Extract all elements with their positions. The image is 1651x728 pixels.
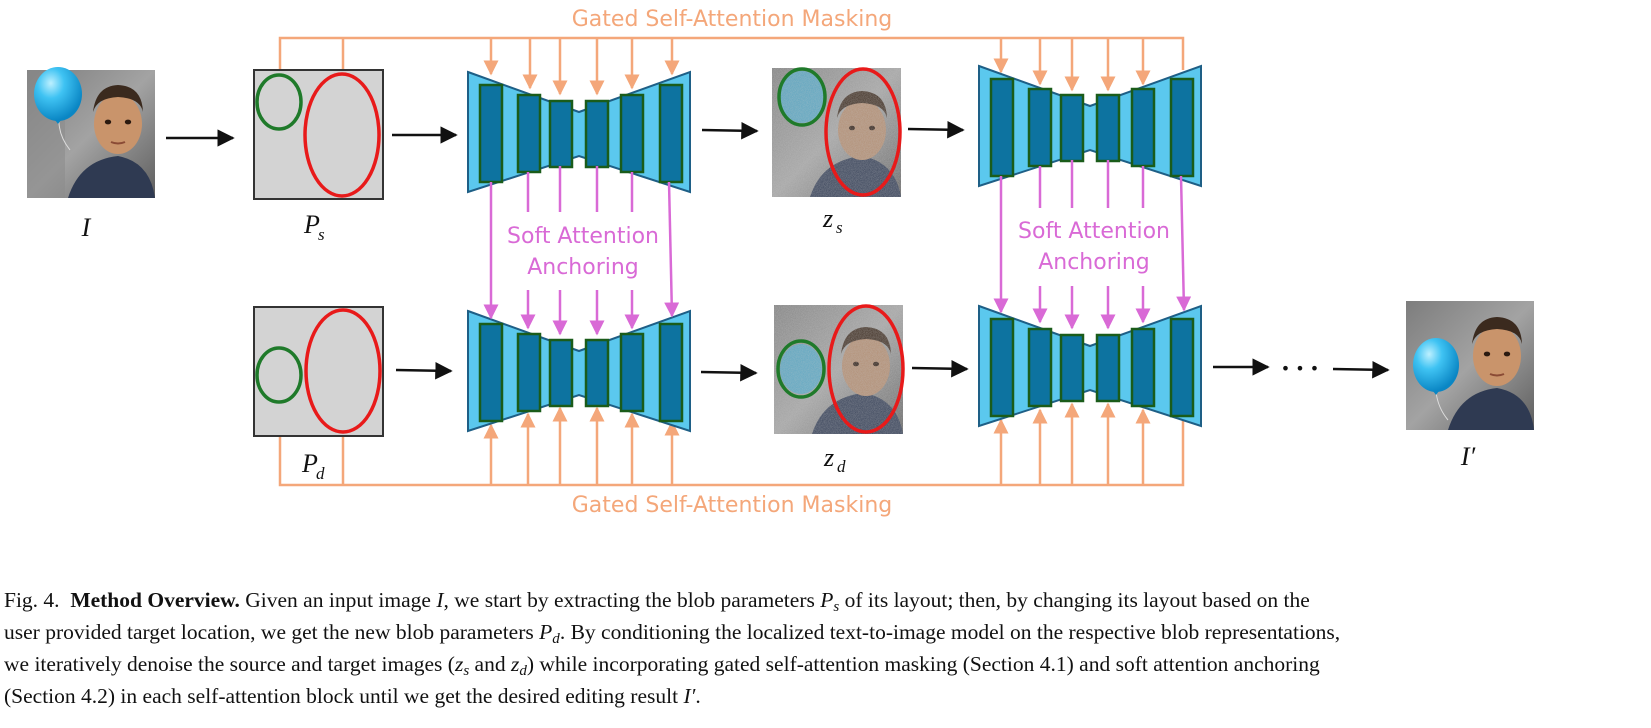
figure-caption: Fig. 4. Method Overview. Given an input … xyxy=(4,584,1644,712)
caption-math-sub: d xyxy=(519,662,527,679)
label-Pd: P xyxy=(301,449,318,478)
caption-text: . xyxy=(695,684,701,708)
label-zs: z xyxy=(822,204,833,233)
soft-anchoring-label-1a: Soft Attention xyxy=(507,224,659,249)
target-layout-Pd xyxy=(253,306,384,437)
caption-math-sub: d xyxy=(552,630,560,647)
continuation-dots: • • • xyxy=(1281,359,1319,378)
label-zd-sub: d xyxy=(837,457,846,476)
caption-text: (Section 4.2) in each self-attention blo… xyxy=(4,684,684,708)
method-overview-figure: Gated Self-Attention Masking Gated Self-… xyxy=(27,7,1534,518)
unet-block-source-1 xyxy=(466,70,692,194)
caption-text: ) while incorporating gated self-attenti… xyxy=(526,652,1320,676)
caption-math: I′ xyxy=(683,684,696,708)
caption-fig-number: Fig. 4. xyxy=(4,588,60,612)
label-I: I xyxy=(81,213,92,242)
input-image xyxy=(27,67,155,198)
arrow-zs-to-unet2 xyxy=(907,120,965,139)
label-Iprime: I′ xyxy=(1460,442,1476,471)
caption-math: z xyxy=(510,652,520,676)
caption-math: I xyxy=(436,588,444,612)
unet-block-source-2 xyxy=(977,64,1203,188)
output-image xyxy=(1406,301,1534,430)
caption-title: Method Overview. xyxy=(70,588,240,612)
caption-text: and xyxy=(469,652,511,676)
caption-text: we iteratively denoise the source and ta… xyxy=(4,652,455,676)
label-zs-sub: s xyxy=(836,218,843,237)
arrow-zd-to-unet4 xyxy=(911,359,969,378)
soft-anchoring-lines-1 xyxy=(483,166,680,336)
unet-block-target-1 xyxy=(466,309,692,433)
gated-masking-top-label: Gated Self-Attention Masking xyxy=(572,7,892,32)
caption-text: . By conditioning the localized text-to-… xyxy=(559,620,1341,644)
arrow-unet1-to-zs xyxy=(701,121,759,140)
source-layout-Ps xyxy=(253,69,384,200)
caption-line-4: (Section 4.2) in each self-attention blo… xyxy=(4,680,1644,712)
soft-anchoring-label-1b: Anchoring xyxy=(527,255,639,280)
gated-masking-top-lines xyxy=(278,36,1185,96)
arrow-Pd-to-unet3 xyxy=(395,361,453,380)
unet-block-target-2 xyxy=(977,304,1203,428)
caption-line-3: we iteratively denoise the source and ta… xyxy=(4,648,1644,680)
caption-math: P xyxy=(539,620,553,644)
caption-text: , we start by extracting the blob parame… xyxy=(443,588,821,612)
gated-masking-bottom-label: Gated Self-Attention Masking xyxy=(572,493,892,518)
caption-text: Given an input image xyxy=(245,588,437,612)
caption-math: z xyxy=(454,652,464,676)
caption-math: P xyxy=(820,588,834,612)
soft-anchoring-label-2a: Soft Attention xyxy=(1018,219,1170,244)
caption-line-2: user provided target location, we get th… xyxy=(4,616,1644,648)
soft-anchoring-label-2b: Anchoring xyxy=(1038,250,1150,275)
label-Ps-sub: s xyxy=(318,225,325,244)
caption-math-sub: s xyxy=(833,598,840,615)
caption-line-1: Fig. 4. Method Overview. Given an input … xyxy=(4,584,1644,616)
label-zd: z xyxy=(823,443,834,472)
latent-zd xyxy=(774,304,905,434)
gated-masking-bottom-lines xyxy=(278,402,1185,487)
caption-text: user provided target location, we get th… xyxy=(4,620,540,644)
caption-text: of its layout; then, by changing its lay… xyxy=(839,588,1310,612)
arrow-dots-to-output xyxy=(1332,360,1390,379)
label-Pd-sub: d xyxy=(316,464,325,483)
latent-zs xyxy=(772,67,902,197)
arrow-unet3-to-zd xyxy=(700,363,758,382)
soft-anchoring-lines-2 xyxy=(993,160,1192,330)
label-Ps: P xyxy=(303,210,320,239)
caption-math-sub: s xyxy=(463,662,470,679)
